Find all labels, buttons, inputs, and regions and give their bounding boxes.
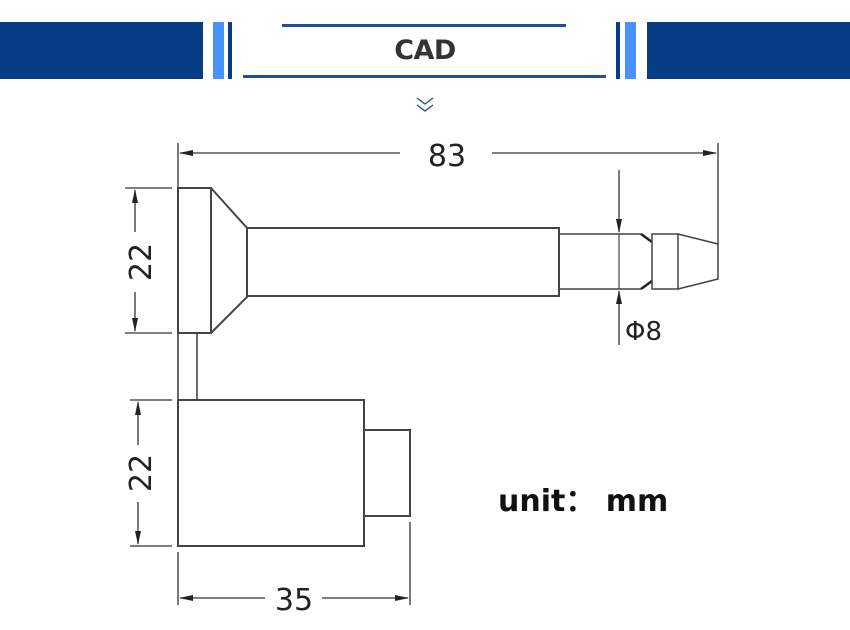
header-bar-left xyxy=(0,22,203,79)
connector-neck xyxy=(177,332,198,401)
header-stripe-right-dark xyxy=(616,22,620,79)
shaft xyxy=(246,227,560,297)
title-rule-top xyxy=(282,24,566,27)
header-stripe-left-light xyxy=(213,22,224,79)
title-rule-bottom xyxy=(243,75,606,78)
header-stripe-left-dark xyxy=(228,22,232,79)
lock-body xyxy=(177,399,365,547)
unit-label: unit： mm xyxy=(498,484,669,519)
dim-body-height: 22 xyxy=(124,454,159,492)
dim-pin-diameter: Φ8 xyxy=(625,317,662,347)
header-stripe-right-light xyxy=(625,22,636,79)
lock-body-knob xyxy=(363,429,411,517)
dim-head-height: 22 xyxy=(124,243,159,281)
header-bar-right xyxy=(647,22,850,79)
head-taper xyxy=(210,187,248,334)
dim-overall-length: 83 xyxy=(428,139,466,174)
pin-tip xyxy=(559,232,719,291)
dim-body-width: 35 xyxy=(275,583,313,618)
head-flange xyxy=(177,187,212,334)
section-title: CAD xyxy=(394,34,456,66)
double-chevron-down-icon xyxy=(416,97,434,112)
